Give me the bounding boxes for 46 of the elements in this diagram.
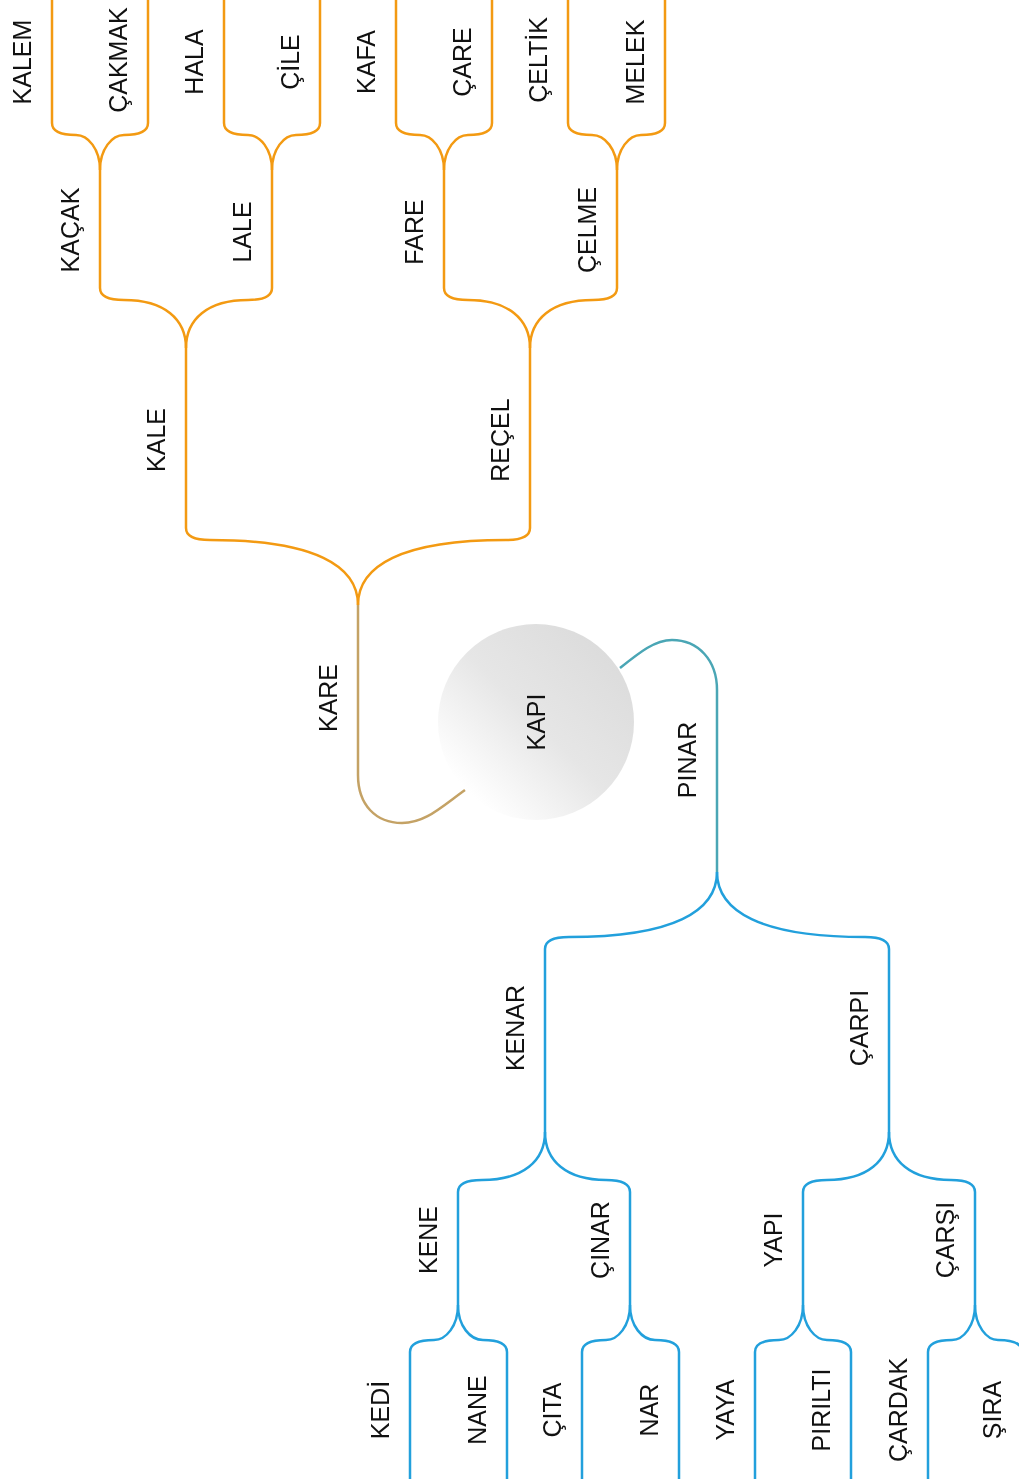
branch-label: KARE xyxy=(315,663,341,733)
branch-label: ÇARDAK xyxy=(885,1357,911,1463)
branch-label: YAYA xyxy=(712,1379,738,1441)
branch-label: KENE xyxy=(415,1205,441,1275)
branch-label: FARE xyxy=(401,199,427,265)
topic-label: KAPI xyxy=(523,693,549,751)
branch-label: ÇİLE xyxy=(277,34,303,90)
branch-line xyxy=(619,638,719,872)
branch-label: KENAR xyxy=(502,984,528,1072)
branch-line xyxy=(628,1304,681,1479)
branch-label: NANE xyxy=(464,1375,490,1445)
branch-label: ÇARPI xyxy=(846,989,872,1067)
branch-label: ÇARE xyxy=(449,27,475,97)
branch-label: ÇINAR xyxy=(587,1201,613,1279)
branch-line xyxy=(270,0,322,171)
branch-label: YAPI xyxy=(760,1212,786,1268)
branch-label: LALE xyxy=(229,201,255,263)
branch-label: KALEM xyxy=(9,19,35,105)
branch-line xyxy=(801,1304,853,1479)
branch-line xyxy=(715,871,891,1132)
branch-line xyxy=(98,0,150,171)
branch-line xyxy=(615,0,667,171)
branch-label: HALA xyxy=(181,29,207,95)
branch-line xyxy=(442,0,494,171)
branch-label: ÇAKMAK xyxy=(105,7,131,113)
branch-label: KAÇAK xyxy=(57,187,83,273)
branch-label: KAFA xyxy=(353,30,379,94)
branch-label: KALE xyxy=(143,408,169,472)
branch-label: REÇEL xyxy=(487,398,513,482)
branch-label: MELEK xyxy=(622,19,648,105)
branch-line xyxy=(184,170,274,349)
branch-label: KEDİ xyxy=(367,1380,393,1440)
branch-label: PINAR xyxy=(674,721,700,799)
branch-label: NAR xyxy=(636,1383,662,1437)
branch-line xyxy=(887,1131,977,1305)
branch-line xyxy=(456,1304,509,1479)
branch-label: ŞIRA xyxy=(979,1380,1005,1440)
branch-line xyxy=(528,170,619,349)
branch-label: ÇELTİK xyxy=(525,17,551,103)
branch-label: ÇARŞI xyxy=(932,1201,958,1279)
branch-line xyxy=(356,348,532,606)
branch-label: PIRILTI xyxy=(808,1368,834,1452)
branch-line xyxy=(543,1131,632,1305)
branch-line xyxy=(356,605,466,825)
branch-label: ÇELME xyxy=(574,186,600,274)
branch-label: ÇITA xyxy=(539,1382,565,1438)
